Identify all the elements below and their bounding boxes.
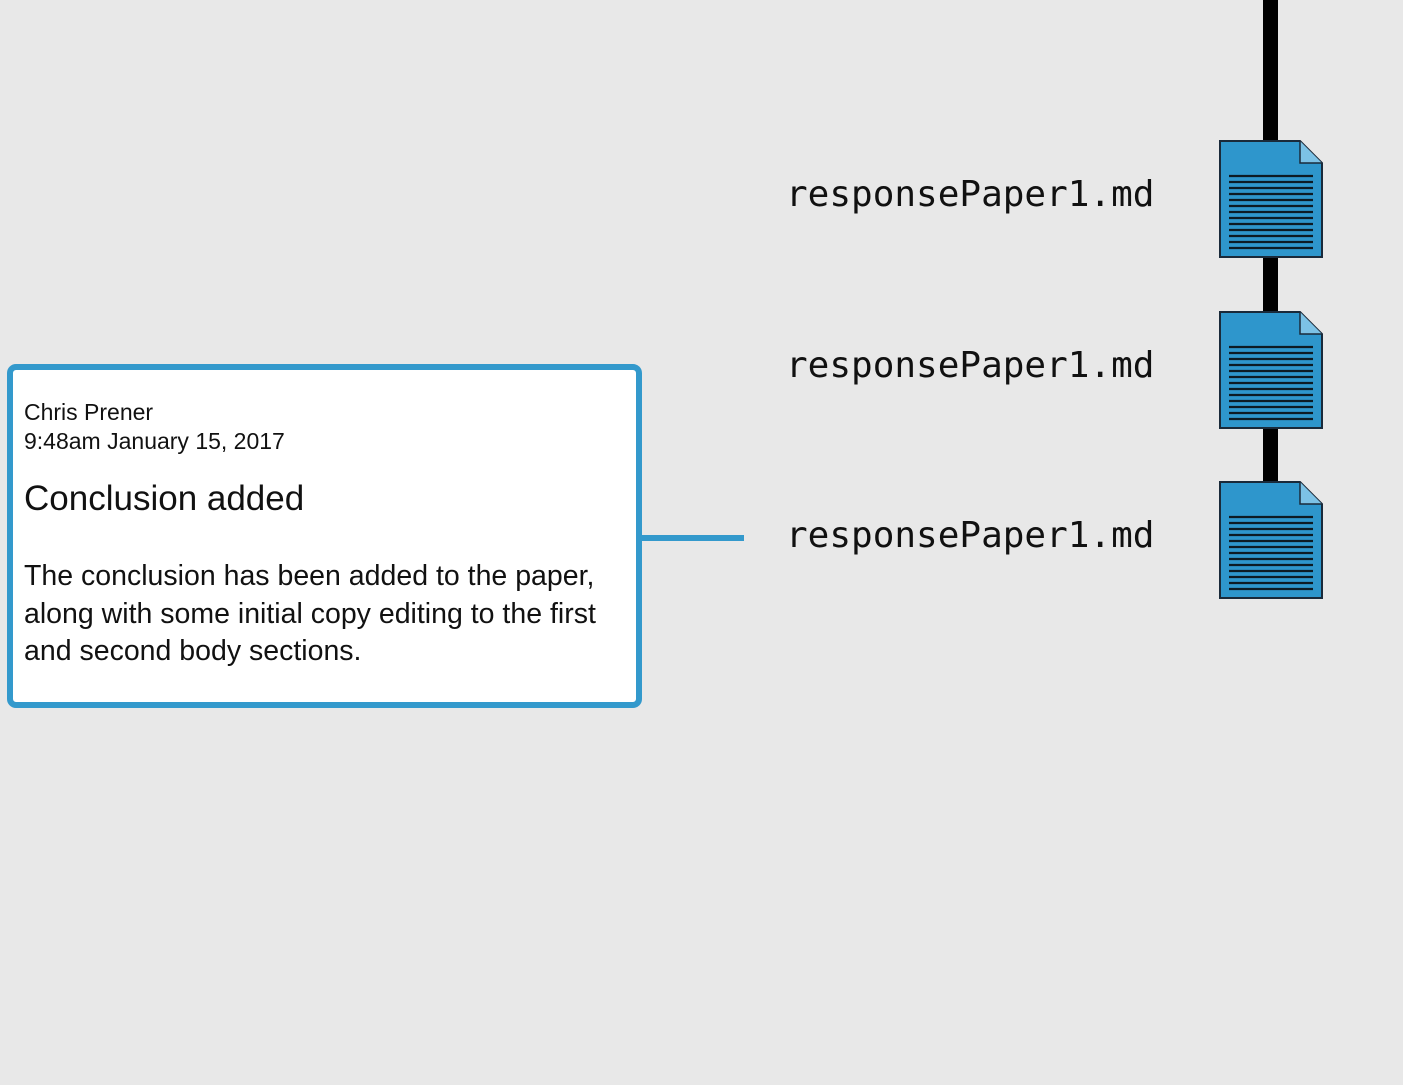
commit-title: Conclusion added [24,479,305,518]
commit-timestamp: 9:48am January 15, 2017 [24,428,285,454]
document-icon [1219,311,1323,429]
commit-message: The conclusion has been added to the pap… [24,560,596,667]
commit-author: Chris Prener [24,399,154,425]
commit-card: Chris Prener 9:48am January 15, 2017 Con… [7,364,642,708]
file-label: responsePaper1.md [786,345,1155,386]
file-label: responsePaper1.md [786,515,1155,556]
document-icon [1219,140,1323,258]
file-label: responsePaper1.md [786,174,1155,215]
document-icon [1219,481,1323,599]
commit-connector [640,535,744,541]
